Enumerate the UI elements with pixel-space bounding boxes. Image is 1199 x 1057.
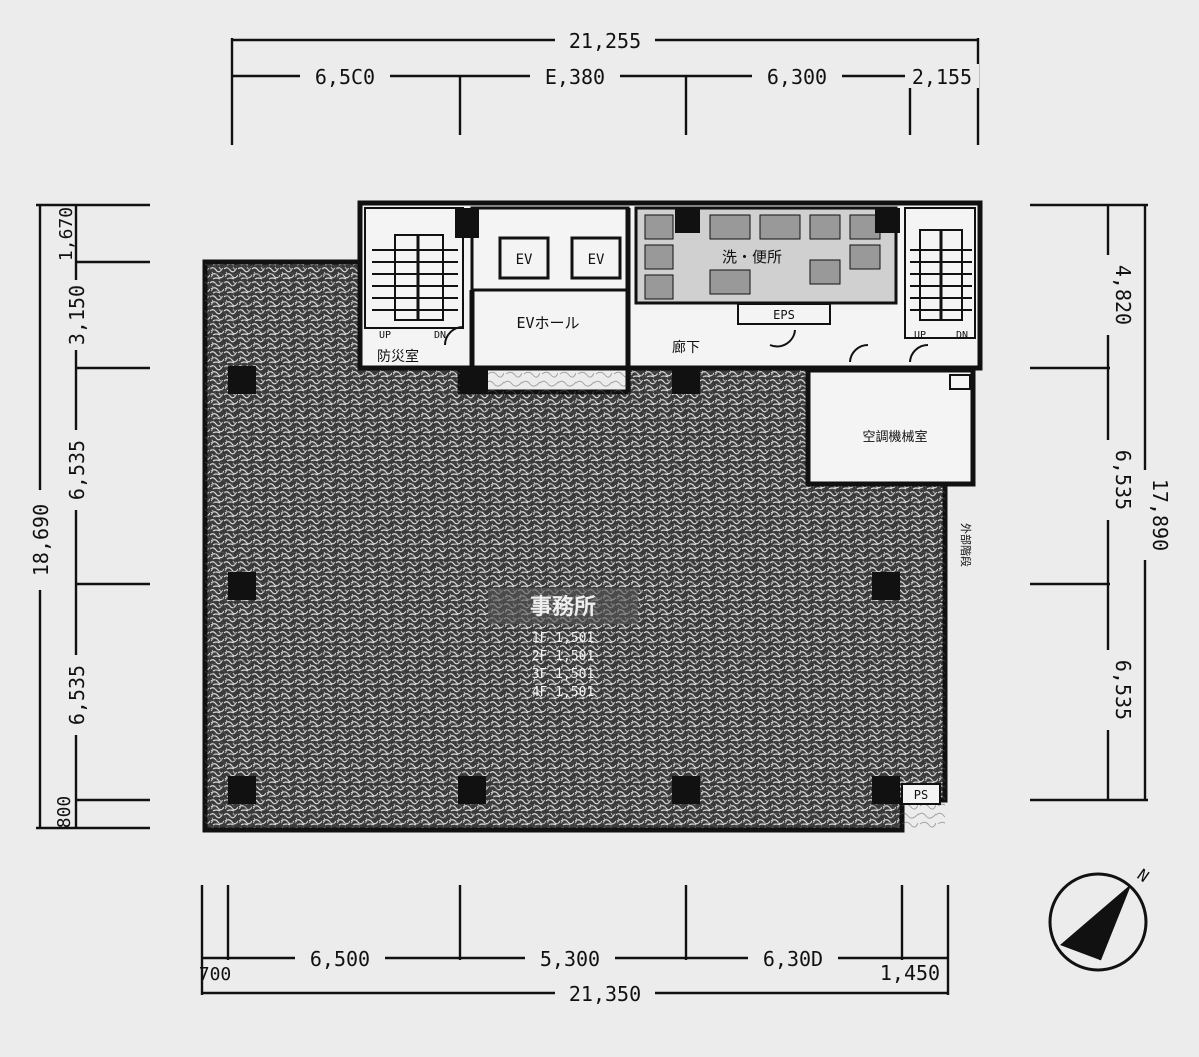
left-span-dim-label-4: 6,535 [65, 665, 89, 725]
toilet-block: 洗・便所 [634, 206, 900, 305]
column [872, 776, 900, 804]
elevator-hall-label: EVホール [516, 314, 579, 332]
left-stair: UP DN [364, 207, 464, 341]
ahu-room-label: 空調機械室 [862, 429, 927, 445]
elevator-1-label: EV [516, 252, 533, 268]
column [228, 776, 256, 804]
bottom-span-dim-label-1: 700 [199, 964, 232, 985]
office-label: 事務所 [530, 594, 596, 620]
left-span-dim-label-2: 3,150 [65, 285, 89, 345]
bottom-dimension-group: 21,350 700 6,500 5,300 6,30D 1,450 [199, 885, 950, 1006]
top-span-dim-label-2: E,380 [545, 65, 605, 89]
left-dimension-group: 18,690 1,670 3,150 6,535 6,535 800 [28, 203, 150, 830]
corridor-label: 廊下 [672, 339, 700, 356]
disaster-control-room-label: 防災室 [377, 348, 419, 365]
office-note-3: 3F 1,501 [532, 667, 595, 682]
bottom-span-dim-label-2: 6,500 [310, 947, 370, 971]
office-note-4: 4F 1,501 [532, 685, 595, 700]
left-total-dim-label: 18,690 [29, 504, 53, 576]
bottom-span-dim-label-3: 5,300 [540, 947, 600, 971]
pipe-shaft-label: PS [914, 788, 928, 802]
external-stair-label: 外部階段 [959, 523, 973, 567]
top-total-dim-label: 21,255 [569, 29, 641, 53]
right-stair-up-label: UP [914, 330, 926, 341]
column [228, 572, 256, 600]
left-span-dim-label-1: 1,670 [56, 207, 77, 261]
bottom-span-dim-label-4: 6,30D [763, 947, 823, 971]
top-span-dim-label-1: 6,5C0 [315, 65, 375, 89]
top-dimension-group: 21,255 6,5C0 E,380 6,300 2,155 [230, 28, 980, 145]
north-arrow-icon [1060, 885, 1130, 960]
north-arrow: N [1048, 865, 1153, 972]
bottom-span-dim-label-5: 1,450 [880, 961, 940, 985]
right-dimension-group: 17,890 4,820 6,535 6,535 [1030, 203, 1172, 802]
north-mark-label: N [1134, 865, 1153, 886]
column [672, 776, 700, 804]
right-stair: UP DN [904, 207, 976, 341]
right-span-dim-label-3: 6,535 [1111, 660, 1135, 720]
ahu-room: 空調機械室 [805, 367, 976, 487]
elevator-2-label: EV [588, 252, 605, 268]
left-span-dim-label-5: 800 [54, 796, 75, 829]
bottom-total-dim-label: 21,350 [569, 982, 641, 1006]
toilet-label: 洗・便所 [722, 248, 782, 266]
north-arrow-circle [1048, 872, 1148, 972]
left-span-dim-label-3: 6,535 [65, 440, 89, 500]
top-span-dim-label-4: 2,155 [912, 65, 972, 89]
right-span-dim-label-2: 6,535 [1111, 450, 1135, 510]
right-total-dim-label: 17,890 [1148, 479, 1172, 551]
right-span-dim-label-1: 4,820 [1111, 265, 1135, 325]
column [458, 776, 486, 804]
eps-label: EPS [773, 308, 795, 322]
elevator-2 [570, 236, 622, 280]
left-stair-up-label: UP [379, 330, 391, 341]
eps-room [737, 303, 831, 325]
office-note-1: 1F 1,501 [532, 631, 595, 646]
left-stair-dn-label: DN [434, 330, 446, 341]
elevator-1 [498, 236, 550, 280]
column [228, 366, 256, 394]
office-note-2: 2F 1,501 [532, 649, 595, 664]
column [872, 572, 900, 600]
top-span-dim-label-3: 6,300 [767, 65, 827, 89]
right-stair-dn-label: DN [956, 330, 968, 341]
building-core: UP DN 防災室 EV EV EVホール [357, 200, 983, 394]
